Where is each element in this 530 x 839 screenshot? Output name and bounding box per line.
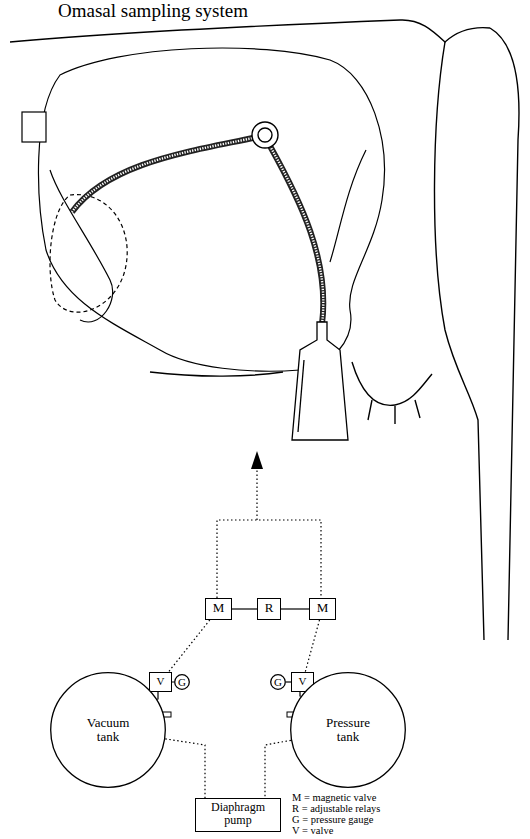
node-label: V bbox=[155, 675, 166, 687]
rumen-outline bbox=[38, 48, 384, 371]
cannula-ring bbox=[252, 122, 278, 148]
tube-coil bbox=[270, 146, 323, 324]
cow-outline bbox=[10, 20, 519, 640]
connector bbox=[168, 620, 209, 672]
connector bbox=[305, 620, 319, 672]
node-label: M bbox=[211, 601, 226, 615]
node-label: G bbox=[178, 676, 186, 688]
node-label: R bbox=[263, 601, 275, 615]
cannula-ring bbox=[258, 128, 272, 142]
sampling-tube bbox=[72, 136, 323, 324]
tube bbox=[72, 136, 262, 212]
arrow-head bbox=[251, 451, 263, 469]
udder bbox=[352, 362, 432, 405]
pressure-tank: Pressure tank bbox=[290, 672, 406, 788]
tank-fittings bbox=[145, 712, 313, 717]
legend-text: M = magnetic valve bbox=[292, 792, 376, 803]
circle-shape bbox=[175, 675, 190, 690]
connector bbox=[165, 739, 205, 798]
magnetic-valve-box: M bbox=[205, 598, 232, 620]
esophagus-stub bbox=[22, 112, 46, 142]
node-label: Vacuum tank bbox=[87, 716, 130, 745]
tube bbox=[270, 146, 323, 324]
bottle-shade bbox=[298, 360, 304, 432]
arrow-line bbox=[256, 468, 257, 520]
node-label: Diaphragm pump bbox=[211, 801, 265, 827]
cow-belly bbox=[150, 372, 283, 376]
magnetic-valve-box: M bbox=[309, 598, 336, 620]
legend-text: V = valve bbox=[292, 825, 333, 836]
circle-shape bbox=[291, 673, 406, 788]
bottle bbox=[292, 322, 348, 440]
legend-text: G = pressure gauge bbox=[292, 814, 373, 825]
circle-shape bbox=[51, 673, 166, 788]
relay-box: R bbox=[257, 598, 281, 620]
cow-back bbox=[10, 20, 490, 42]
connector bbox=[299, 692, 301, 696]
circle-shape bbox=[271, 675, 286, 690]
connector bbox=[232, 608, 257, 609]
connector bbox=[172, 681, 174, 682]
connector bbox=[157, 692, 159, 699]
signal-arrow bbox=[251, 451, 263, 520]
connector bbox=[281, 608, 309, 609]
valve-box: V bbox=[149, 672, 172, 692]
vacuum-tank: Vacuum tank bbox=[50, 672, 166, 788]
connector bbox=[265, 740, 291, 798]
rumen-fold bbox=[330, 150, 366, 262]
tube-coil bbox=[72, 136, 262, 212]
reticulum bbox=[50, 170, 113, 322]
sample-bottle bbox=[292, 322, 348, 440]
pump-box: Diaphragm pump bbox=[195, 798, 281, 832]
rear-leg-inner bbox=[434, 42, 484, 640]
node-label: M bbox=[315, 601, 330, 615]
node-label: G bbox=[274, 676, 282, 688]
stomach bbox=[22, 48, 384, 371]
connector bbox=[217, 520, 321, 598]
omasum bbox=[50, 195, 127, 313]
rear-leg-outer bbox=[490, 28, 519, 640]
legend-text: R = adjustable relays bbox=[292, 803, 380, 814]
cannula bbox=[252, 122, 278, 148]
pressure-gauge: G bbox=[174, 674, 190, 690]
diagram-title: Omasal sampling system bbox=[58, 0, 248, 22]
teat bbox=[368, 400, 420, 424]
node-label: V bbox=[297, 675, 308, 687]
pressure-gauge: G bbox=[270, 674, 286, 690]
node-label: Pressure tank bbox=[326, 716, 370, 745]
